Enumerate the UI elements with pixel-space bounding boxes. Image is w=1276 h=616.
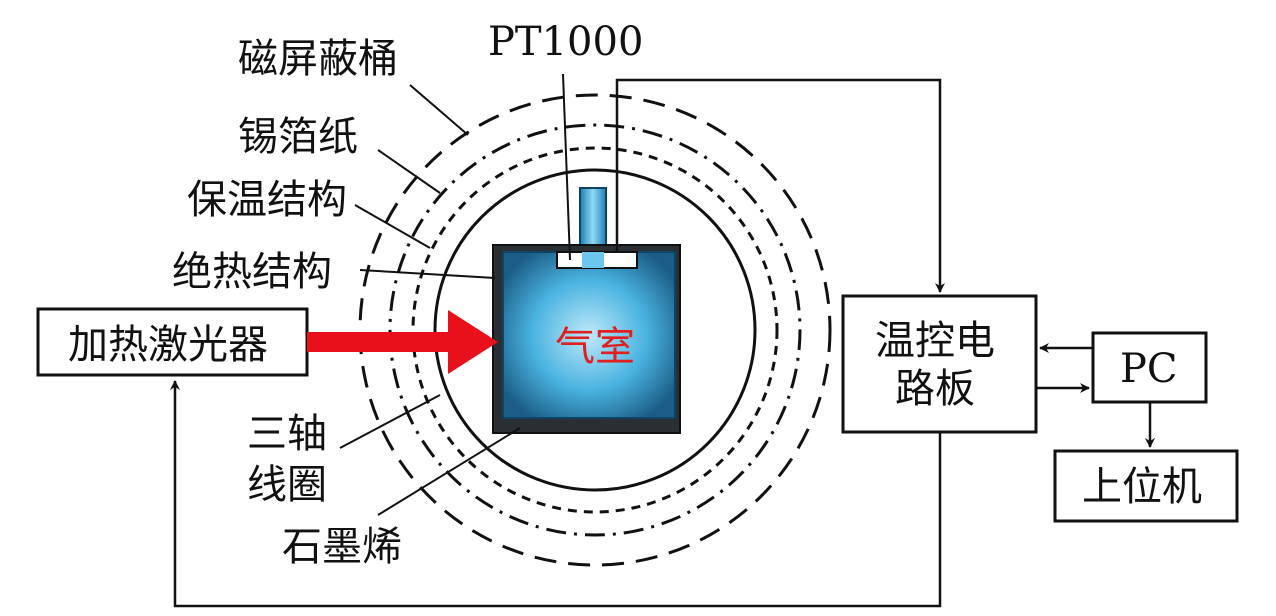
coil-label-line1: 三轴 [247,411,327,457]
leader-lines [339,73,571,516]
coil-leader [339,394,441,449]
ring-group [358,93,832,567]
shield-leader [409,84,469,136]
thermal-leader [359,269,496,279]
insulation-ring [411,146,779,514]
host-box [1053,449,1239,523]
host-group: 上位机 [1053,449,1239,523]
host-label: 上位机 [1082,464,1202,510]
laser-group: 加热激光器 [36,307,498,377]
tin-foil-ring [388,123,802,537]
temp-board-group: 温控电 路板 [841,294,1038,434]
pc-label: PC [1120,346,1178,392]
temp-board-box [841,294,1038,434]
tinfoil-leader [377,149,441,194]
graphene-label: 石墨烯 [282,524,402,570]
chamber-label: 气室 [555,324,635,370]
heating-arrow [307,310,498,374]
pt1000-to-board-line [615,78,945,293]
insulation-label: 保温结构 [187,177,347,223]
temp-board-label-line1: 温控电 [875,318,995,364]
magnetic-shield-ring [358,93,832,567]
pc-group: PC [1091,331,1208,404]
pc-box [1091,331,1208,404]
thermal-isolation-label: 绝热结构 [172,249,332,295]
graphene-leader [377,427,521,516]
temp-board-label-line2: 路板 [895,366,975,412]
board-to-laser-line [170,380,942,608]
laser-label: 加热激光器 [68,322,268,368]
magnetic-shield-label: 磁屏蔽桶 [238,36,398,82]
coil-ring [433,168,757,492]
tin-foil-label: 锡箔纸 [238,114,358,160]
labels: 磁屏蔽桶 锡箔纸 保温结构 绝热结构 PT1000 三轴 线圈 石墨烯 [172,19,643,570]
chamber-pipe-inner [582,252,604,268]
insulation-leader [354,204,431,249]
coil-label-line2: 线圈 [247,462,327,508]
pt1000-label: PT1000 [488,19,643,65]
pt1000-leader [562,73,571,261]
connections [170,78,1155,608]
chamber-body [502,251,676,419]
gas-chamber: 气室 [492,187,681,434]
